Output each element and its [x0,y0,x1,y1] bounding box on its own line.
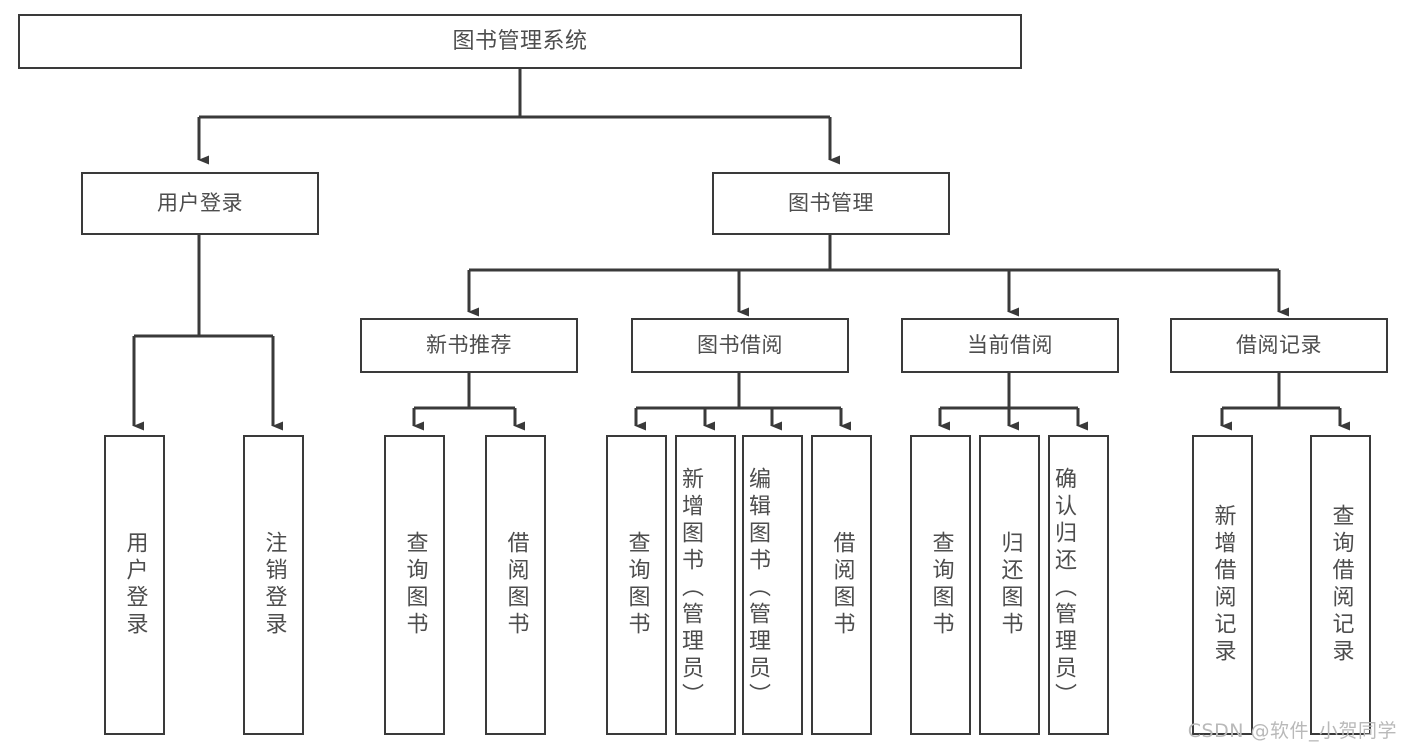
node-book-management-label: 图书管理 [788,191,874,216]
leaf-book-borrow-add[interactable]: 新增图书（管理员） [675,435,736,735]
leaf-user-login-signout-label: 注销登录 [261,531,287,639]
leaf-current-borrow-confirm-return-label: 确认归还（管理员） [1050,466,1076,710]
leaf-book-borrow-add-label: 新增图书（管理员） [677,466,703,710]
node-root-system[interactable]: 图书管理系统 [18,14,1022,69]
leaf-user-login-signin-label: 用户登录 [122,531,148,639]
node-book-borrow-label: 图书借阅 [697,333,783,358]
node-borrow-record-label: 借阅记录 [1236,333,1322,358]
leaf-book-borrow-edit-label: 编辑图书（管理员） [744,466,770,710]
leaf-current-borrow-query-label: 查询图书 [928,531,954,639]
node-current-borrow[interactable]: 当前借阅 [901,318,1119,373]
leaf-book-borrow-borrow-label: 借阅图书 [829,531,855,639]
leaf-borrow-record-add[interactable]: 新增借阅记录 [1192,435,1253,735]
leaf-book-borrow-query-label: 查询图书 [624,531,650,639]
leaf-current-borrow-confirm-return[interactable]: 确认归还（管理员） [1048,435,1109,735]
leaf-current-borrow-return[interactable]: 归还图书 [979,435,1040,735]
leaf-borrow-record-add-label: 新增借阅记录 [1210,504,1236,666]
node-user-login[interactable]: 用户登录 [81,172,319,235]
leaf-book-borrow-borrow[interactable]: 借阅图书 [811,435,872,735]
node-current-borrow-label: 当前借阅 [967,333,1053,358]
node-root-system-label: 图书管理系统 [452,28,588,54]
leaf-user-login-signin[interactable]: 用户登录 [104,435,165,735]
leaf-new-book-borrow[interactable]: 借阅图书 [485,435,546,735]
leaf-new-book-borrow-label: 借阅图书 [503,531,529,639]
leaf-borrow-record-query-label: 查询借阅记录 [1328,504,1354,666]
leaf-new-book-query[interactable]: 查询图书 [384,435,445,735]
node-new-book-recommend-label: 新书推荐 [426,333,512,358]
node-book-borrow[interactable]: 图书借阅 [631,318,849,373]
leaf-current-borrow-return-label: 归还图书 [997,531,1023,639]
leaf-book-borrow-edit[interactable]: 编辑图书（管理员） [742,435,803,735]
csdn-watermark: CSDN @软件_小贺同学 [1187,720,1397,742]
leaf-user-login-signout[interactable]: 注销登录 [243,435,304,735]
node-book-management[interactable]: 图书管理 [712,172,950,235]
node-borrow-record[interactable]: 借阅记录 [1170,318,1388,373]
leaf-current-borrow-query[interactable]: 查询图书 [910,435,971,735]
leaf-borrow-record-query[interactable]: 查询借阅记录 [1310,435,1371,735]
leaf-new-book-query-label: 查询图书 [402,531,428,639]
node-new-book-recommend[interactable]: 新书推荐 [360,318,578,373]
node-user-login-label: 用户登录 [157,191,243,216]
leaf-book-borrow-query[interactable]: 查询图书 [606,435,667,735]
